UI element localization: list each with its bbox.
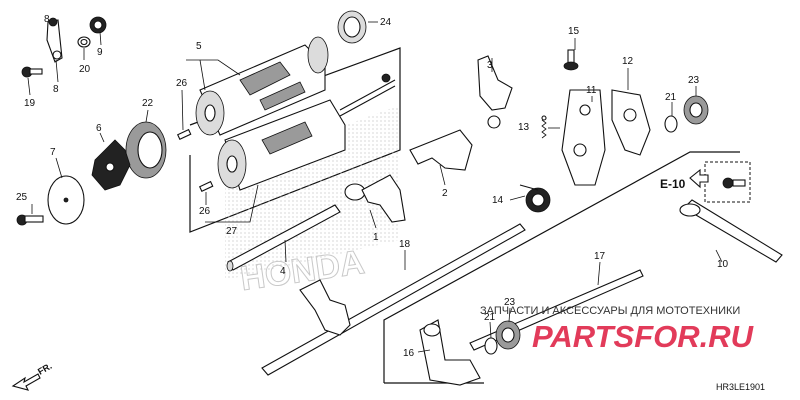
part-6-shift-drum-center: [91, 139, 131, 191]
part-23-bearing-upper: [683, 95, 709, 125]
part-15-bolt: [563, 49, 579, 71]
reference-label: E-10: [660, 177, 686, 191]
part-7-cover-disc: [47, 175, 85, 225]
part-1-shift-fork: [344, 174, 406, 223]
callout-label: 26: [199, 206, 211, 217]
callout-label: 23: [688, 75, 700, 86]
part-26-pin-upper: [176, 128, 192, 140]
callout-label: 18: [399, 239, 411, 250]
callout-label: 17: [594, 251, 606, 262]
callout-label: 13: [518, 122, 530, 133]
callout-label: 20: [79, 64, 91, 75]
part-24-bearing: [337, 10, 367, 44]
reference-e10-box: E-10: [660, 161, 751, 203]
callout-label: 3: [487, 60, 493, 71]
callout-label: 5: [196, 41, 202, 52]
callout-label: 10: [717, 259, 729, 270]
part-5-shift-drum: [195, 36, 329, 136]
part-18-shift-shaft: [261, 223, 526, 376]
part-14-return-spring: [519, 184, 551, 213]
part-3-shift-fork: [477, 55, 513, 129]
part-23-bearing-lower: [495, 320, 521, 350]
callout-label: 16: [403, 348, 415, 359]
part-12-cam-plate: [611, 89, 651, 156]
callout-label: 8: [53, 84, 59, 95]
part-22-bearing: [125, 121, 167, 179]
callout-label: 7: [50, 147, 56, 158]
part-21-washer-lower: [484, 337, 498, 355]
front-direction-indicator: FR.: [11, 361, 54, 391]
part-21-washer-upper: [664, 115, 678, 133]
part-16-shift-arm: [419, 319, 481, 386]
part-11-stopper-plate: [561, 89, 606, 186]
front-label: FR.: [36, 361, 54, 377]
part-9-spring: [89, 16, 107, 34]
part-4-fork-shaft: [226, 204, 341, 272]
callout-label: 6: [96, 123, 102, 134]
callout-label: 23: [504, 297, 516, 308]
callout-label: 19: [24, 98, 36, 109]
callout-label: 11: [586, 85, 597, 96]
site-watermark: ЗАПЧАСТИ И АКСЕССУАРЫ ДЛЯ МОТОТЕХНИКИ PA…: [480, 305, 755, 354]
callout-label: 14: [492, 195, 504, 206]
callout-label: 27: [226, 226, 238, 237]
callout-label: 22: [142, 98, 154, 109]
callout-label: 4: [280, 266, 286, 277]
watermark-caption: ЗАПЧАСТИ И АКСЕССУАРЫ ДЛЯ МОТОТЕХНИКИ: [480, 305, 740, 317]
callout-label: 24: [380, 17, 392, 28]
callout-label: 26: [176, 78, 188, 89]
front-arrow-icon: [11, 373, 41, 391]
callout-labels: 8 8 19 20 9 24 5 26 22 6 7 25 26 27 4 1 …: [16, 14, 729, 359]
part-26-pin-lower: [198, 180, 214, 192]
reference-arrow-icon: [689, 168, 709, 189]
callout-label: 21: [484, 312, 496, 323]
callout-label: 2: [442, 188, 448, 199]
callout-label: 8: [44, 14, 50, 25]
part-25-bolt: [16, 214, 44, 226]
part-13-spring: [541, 115, 547, 139]
part-2-shift-fork: [409, 129, 473, 171]
callout-label: 21: [665, 92, 677, 103]
part-8-stopper-arm: [46, 17, 63, 63]
callout-label: 1: [373, 232, 379, 243]
callout-label: 12: [622, 56, 634, 67]
callout-leader-lines: [27, 21, 723, 353]
watermark-logo: PARTSFOR.RU: [532, 319, 755, 354]
diagram-code: HR3LE1901: [716, 382, 765, 392]
part-10-gearshift-spindle: [679, 199, 783, 263]
callout-label: 25: [16, 192, 28, 203]
callout-label: 15: [568, 26, 580, 37]
part-20-washer: [77, 36, 91, 48]
part-19-bolt: [21, 66, 43, 78]
part-27-shift-drum-assembly: [217, 73, 396, 191]
callout-label: 9: [97, 47, 103, 58]
